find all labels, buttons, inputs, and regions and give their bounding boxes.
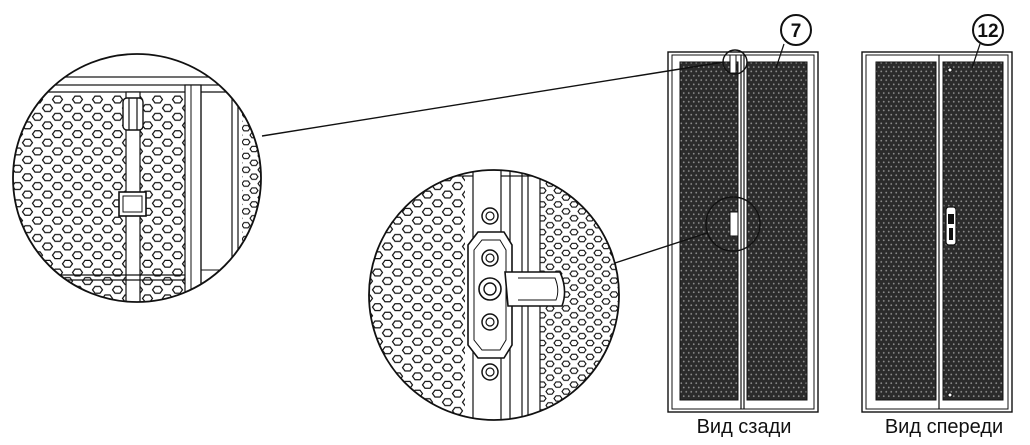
front-cabinet: [861, 51, 1013, 413]
callout-12: 12: [971, 14, 1004, 69]
front-view-caption: Вид спереди: [885, 416, 1003, 438]
magnified-top-hinge: [12, 53, 262, 303]
rear-view-caption: Вид сзади: [697, 416, 792, 438]
rear-cabinet: [667, 51, 819, 413]
front-left-door-mesh: [875, 61, 937, 401]
svg-text:7: 7: [791, 21, 802, 42]
magnified-door-handle: [368, 169, 620, 421]
leader-line-handle: [614, 232, 708, 264]
rear-right-door-mesh: [746, 61, 808, 401]
leader-line-top: [261, 61, 725, 137]
callout-7: 7: [775, 14, 812, 69]
rear-handle-zoom-marker: [705, 196, 761, 252]
rear-left-door-mesh: [679, 61, 739, 401]
svg-text:12: 12: [977, 21, 998, 42]
